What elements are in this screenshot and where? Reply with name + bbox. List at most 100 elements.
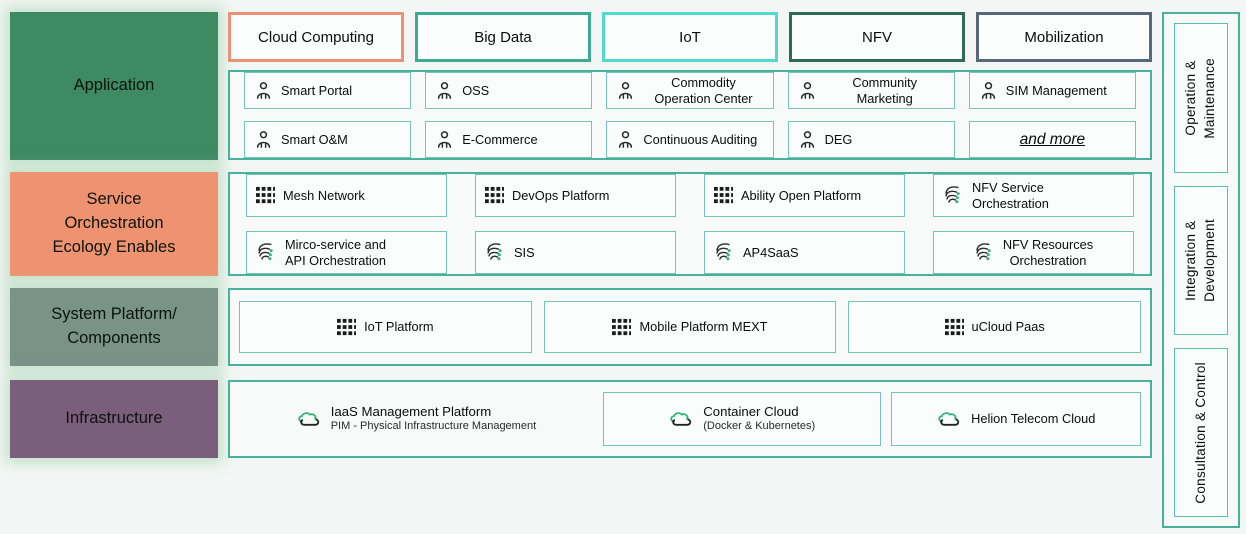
person-icon — [798, 81, 817, 100]
item-label: IoT Platform — [364, 319, 434, 334]
sidebar-operation-maintenance: Operation & Maintenance — [1174, 23, 1228, 173]
cloud-sync-icon — [668, 409, 695, 429]
item-label: Smart O&M — [281, 131, 348, 147]
item-label: DevOps Platform — [512, 187, 610, 203]
person-icon — [254, 81, 273, 100]
tab-mobilization: Mobilization — [976, 12, 1152, 62]
app-item-deg: DEG — [787, 121, 955, 158]
diagram-body: Application Cloud Computing Big Data IoT… — [10, 12, 1152, 528]
item-label: Mesh Network — [283, 187, 365, 203]
item-label: uCloud Paas — [971, 319, 1045, 334]
svc-item-nfv-service-orchestration: NFV Service Orchestration — [933, 174, 1134, 217]
tab-big-data: Big Data — [415, 12, 591, 62]
band-system-platform: System Platform/ Components IoT Platform… — [10, 288, 1152, 366]
band-infrastructure: Infrastructure IaaS Management Platform … — [10, 380, 1152, 458]
item-label: Smart Portal — [281, 82, 353, 98]
sidebar-label: Integration & Development — [1183, 218, 1217, 302]
svc-item-microservice-api-orchestration: Mirco-service and API Orchestration — [246, 231, 447, 274]
svc-item-devops-platform: DevOps Platform — [475, 174, 676, 217]
infra-item-container-cloud: Container Cloud (Docker & Kubernetes) — [602, 392, 881, 446]
orchestration-icon — [256, 242, 277, 263]
item-label: and more — [1019, 130, 1086, 148]
app-item-smart-portal: Smart Portal — [244, 72, 412, 109]
orchestration-icon — [974, 242, 995, 263]
infra-item-helion-telecom-cloud: Helion Telecom Cloud — [890, 392, 1141, 446]
item-label: SIM Management — [1005, 82, 1107, 98]
item-label: Ability Open Platform — [741, 187, 862, 203]
app-item-commodity-operation-center: Commodity Operation Center — [606, 72, 774, 109]
technology-tabs: Cloud Computing Big Data IoT NFV Mobiliz… — [228, 12, 1152, 62]
app-item-smart-om: Smart O&M — [244, 121, 412, 158]
app-item-community-marketing: Community Marketing — [787, 72, 955, 109]
sidebar-label: Operation & Maintenance — [1183, 57, 1217, 139]
item-label: NFV Resources Orchestration — [1002, 236, 1094, 268]
app-item-and-more: and more — [968, 121, 1136, 158]
item-label: DEG — [824, 131, 853, 147]
app-item-sim-management: SIM Management — [968, 72, 1136, 109]
service-main: Mesh Network DevOps Platform Ability Ope… — [228, 172, 1152, 276]
sys-item-mobile-platform-mext: Mobile Platform MEXT — [543, 301, 837, 353]
grid-icon — [612, 318, 632, 337]
sys-item-iot-platform: IoT Platform — [239, 301, 532, 353]
layer-header-application: Application — [10, 12, 218, 160]
layer-header-system-platform: System Platform/ Components — [10, 288, 218, 366]
service-panel: Mesh Network DevOps Platform Ability Ope… — [228, 172, 1152, 276]
person-icon — [616, 81, 635, 100]
svc-item-ap4saas: AP4SaaS — [704, 231, 905, 274]
item-label: Mobile Platform MEXT — [639, 319, 768, 334]
svc-item-sis: SIS — [475, 231, 676, 274]
item-label: OSS — [462, 82, 490, 98]
item-label: Community Marketing — [852, 74, 918, 106]
app-item-continuous-auditing: Continuous Auditing — [606, 121, 774, 158]
right-sidebar: Operation & Maintenance Integration & De… — [1162, 12, 1240, 528]
layer-header-service-orchestration: Service Orchestration Ecology Enables — [10, 172, 218, 276]
person-icon — [616, 130, 635, 149]
sys-item-ucloud-paas: uCloud Paas — [848, 301, 1141, 353]
item-subtitle: PIM - Physical Infrastructure Management — [330, 420, 537, 433]
tab-iot: IoT — [602, 12, 778, 62]
item-label: Mirco-service and API Orchestration — [285, 236, 386, 268]
infra-item-iaas-management-platform: IaaS Management Platform PIM - Physical … — [239, 392, 593, 446]
infrastructure-panel: IaaS Management Platform PIM - Physical … — [228, 380, 1152, 458]
grid-icon — [337, 318, 357, 337]
system-main: IoT Platform Mobile Platform MEXT uCloud… — [228, 288, 1152, 366]
person-icon — [979, 81, 998, 100]
person-icon — [254, 130, 273, 149]
tab-nfv: NFV — [789, 12, 965, 62]
sidebar-integration-development: Integration & Development — [1174, 185, 1228, 336]
item-label: NFV Service Orchestration — [972, 179, 1049, 211]
cloud-sync-icon — [296, 409, 323, 429]
application-main: Cloud Computing Big Data IoT NFV Mobiliz… — [228, 12, 1152, 160]
svc-item-mesh-network: Mesh Network — [246, 174, 447, 217]
band-application: Application Cloud Computing Big Data IoT… — [10, 12, 1152, 160]
item-label: Container Cloud — [703, 403, 799, 419]
sidebar-label: Consultation & Control — [1192, 361, 1208, 504]
item-label: Continuous Auditing — [643, 131, 758, 147]
orchestration-icon — [714, 242, 735, 263]
svc-item-nfv-resources-orchestration: NFV Resources Orchestration — [933, 231, 1134, 274]
item-text: Container Cloud (Docker & Kubernetes) — [703, 404, 815, 434]
person-icon — [435, 130, 454, 149]
person-icon — [798, 130, 817, 149]
item-label: IaaS Management Platform — [330, 403, 492, 419]
grid-icon — [485, 186, 504, 205]
orchestration-icon — [943, 185, 964, 206]
sidebar-consultation-control: Consultation & Control — [1174, 348, 1228, 518]
item-label: Commodity Operation Center — [654, 74, 753, 106]
item-label: AP4SaaS — [743, 244, 799, 260]
person-icon — [435, 81, 454, 100]
infrastructure-main: IaaS Management Platform PIM - Physical … — [228, 380, 1152, 458]
app-item-oss: OSS — [425, 72, 593, 109]
item-text: IaaS Management Platform PIM - Physical … — [331, 404, 536, 434]
grid-icon — [714, 186, 733, 205]
item-label: E-Commerce — [462, 131, 538, 147]
band-service-orchestration: Service Orchestration Ecology Enables Me… — [10, 172, 1152, 276]
item-label: Helion Telecom Cloud — [971, 411, 1096, 426]
app-item-e-commerce: E-Commerce — [425, 121, 593, 158]
grid-icon — [944, 318, 964, 337]
system-panel: IoT Platform Mobile Platform MEXT uCloud… — [228, 288, 1152, 366]
item-subtitle: (Docker & Kubernetes) — [703, 420, 816, 433]
cloud-sync-icon — [936, 409, 963, 429]
layer-header-infrastructure: Infrastructure — [10, 380, 218, 458]
